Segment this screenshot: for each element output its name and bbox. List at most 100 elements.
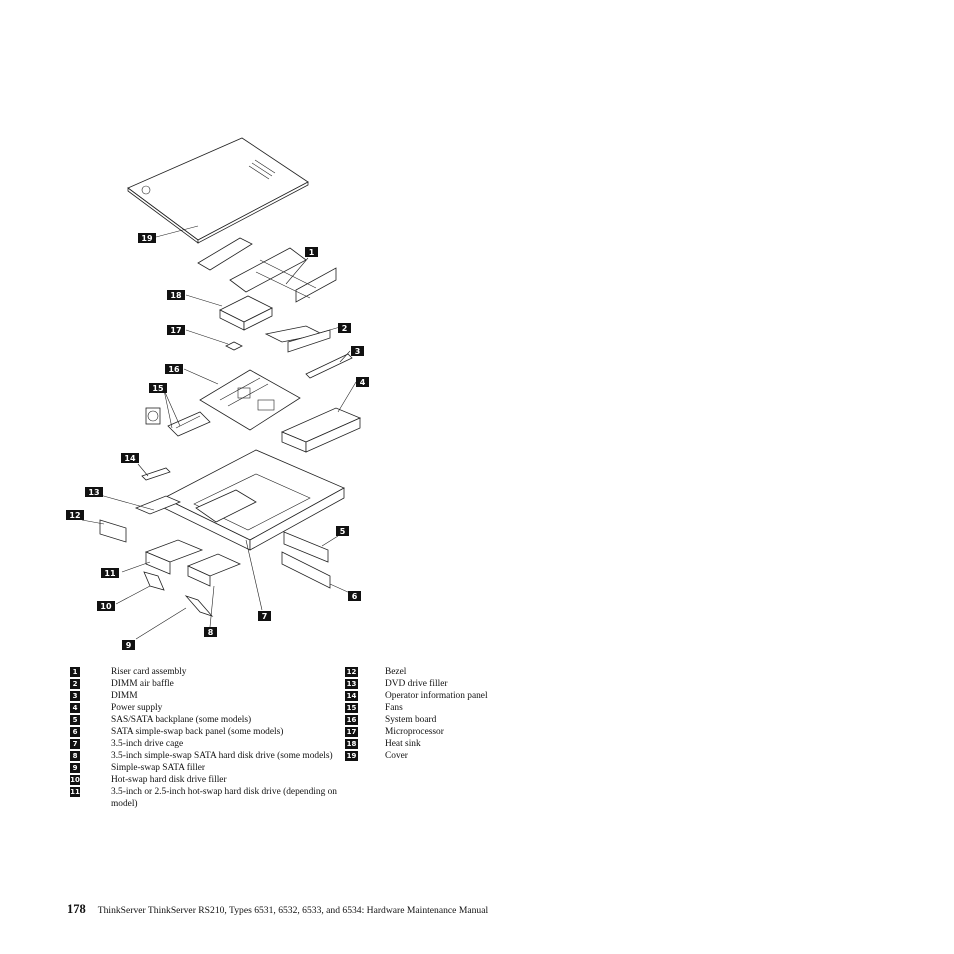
legend-number-badge: 8: [70, 751, 80, 762]
legend-label: 3.5-inch or 2.5-inch hot-swap hard disk …: [111, 787, 337, 810]
svg-text:19: 19: [141, 234, 153, 243]
legend-number-badge: 1: [70, 667, 80, 677]
callout-12: 12: [66, 510, 84, 520]
legend-number-badge: 12: [345, 667, 358, 677]
legend-item: 19 Cover: [345, 750, 545, 762]
legend-item: 15 Fans: [345, 702, 545, 714]
svg-text:10: 10: [100, 602, 112, 611]
callout-11: 11: [101, 568, 119, 578]
legend-number-badge: 3: [70, 691, 80, 702]
callout-5: 5: [336, 526, 349, 536]
callout-3: 3: [351, 346, 364, 356]
legend-number-badge: 10: [70, 775, 80, 786]
callout-8: 8: [204, 627, 217, 637]
legend-label: 3.5-inch drive cage: [111, 739, 184, 750]
legend-number-badge: 13: [345, 679, 358, 690]
legend-item: 14 Operator information panel: [345, 690, 545, 702]
svg-text:16: 16: [168, 365, 180, 374]
legend-number-badge: 18: [345, 739, 358, 750]
svg-text:7: 7: [262, 612, 268, 621]
svg-text:17: 17: [170, 326, 181, 335]
callout-16: 16: [165, 364, 183, 374]
page-footer: 178 ThinkServer ThinkServer RS210, Types …: [67, 902, 488, 917]
svg-text:8: 8: [208, 628, 214, 637]
svg-text:18: 18: [170, 291, 182, 300]
callout-1: 1: [305, 247, 318, 257]
callout-7: 7: [258, 611, 271, 621]
svg-text:14: 14: [124, 454, 136, 463]
legend-label: Operator information panel: [385, 691, 488, 702]
legend-label: Hot-swap hard disk drive filler: [111, 775, 227, 786]
legend-number-badge: 11: [70, 787, 80, 798]
legend-item: 4 Power supply: [70, 702, 340, 714]
legend-item: 1 Riser card assembly: [70, 666, 340, 678]
legend-number-badge: 16: [345, 715, 358, 726]
legend-label: Heat sink: [385, 739, 421, 750]
parts-legend-left: 1 Riser card assembly 2 DIMM air baffle 3 D…: [70, 666, 340, 810]
legend-number-badge: 9: [70, 763, 80, 774]
operator-information-panel-part: [141, 467, 171, 481]
legend-item: 6 SATA simple-swap back panel (some model…: [70, 726, 340, 738]
legend-label: Riser card assembly: [111, 667, 187, 677]
chassis-part: [163, 449, 345, 551]
legend-label: SAS/SATA backplane (some models): [111, 715, 252, 726]
legend-label: Cover: [385, 751, 408, 762]
callout-6: 6: [348, 591, 361, 601]
legend-label: Power supply: [111, 703, 163, 714]
legend-number-badge: 15: [345, 703, 358, 714]
legend-number-badge: 19: [345, 751, 358, 762]
callout-4: 4: [356, 377, 369, 387]
callout-17: 17: [167, 325, 185, 335]
leader-lines: [81, 225, 357, 640]
hdd-filler-part: [143, 571, 165, 591]
legend-item: 10 Hot-swap hard disk drive filler: [70, 774, 340, 786]
svg-text:5: 5: [340, 527, 346, 536]
dimm-part: [305, 353, 353, 379]
legend-number-badge: 4: [70, 703, 80, 714]
svg-text:9: 9: [126, 641, 132, 650]
legend-number-badge: 2: [70, 679, 80, 690]
callout-9: 9: [122, 640, 135, 650]
svg-text:15: 15: [152, 384, 164, 393]
legend-item: 18 Heat sink: [345, 738, 545, 750]
callout-19: 19: [138, 233, 156, 243]
callout-10: 10: [97, 601, 115, 611]
backplane-parts: [281, 531, 331, 589]
legend-item: 13 DVD drive filler: [345, 678, 545, 690]
dimm-air-baffle-part: [264, 325, 331, 353]
legend-label: DIMM air baffle: [111, 679, 174, 690]
riser-card-assembly-part: [197, 237, 337, 303]
bezel-part: [99, 519, 127, 543]
legend-number-badge: 6: [70, 727, 80, 738]
legend-label: Microprocessor: [385, 727, 444, 738]
legend-label: System board: [385, 715, 437, 726]
power-supply-part: [280, 407, 362, 453]
legend-item: 11 3.5-inch or 2.5-inch hot-swap hard dis…: [70, 786, 340, 810]
legend-label: Fans: [385, 703, 403, 714]
callout-2: 2: [338, 323, 351, 333]
svg-text:12: 12: [69, 511, 80, 520]
legend-item: 3 DIMM: [70, 690, 340, 702]
legend-item: 8 3.5-inch simple-swap SATA hard disk dri…: [70, 750, 340, 762]
legend-label: DVD drive filler: [385, 679, 448, 690]
legend-number-badge: 14: [345, 691, 358, 702]
callout-15: 15: [149, 383, 167, 393]
legend-item: 2 DIMM air baffle: [70, 678, 340, 690]
hot-swap-hdd-part: [144, 539, 204, 575]
system-board-part: [199, 369, 301, 431]
legend-number-badge: 5: [70, 715, 80, 726]
svg-text:4: 4: [360, 378, 366, 387]
manual-title: ThinkServer ThinkServer RS210, Types 653…: [97, 905, 489, 916]
page-number: 178: [67, 902, 86, 916]
legend-item: 16 System board: [345, 714, 545, 726]
legend-label: 3.5-inch simple-swap SATA hard disk driv…: [111, 751, 333, 762]
cover-part: [127, 137, 309, 244]
legend-label: DIMM: [111, 691, 138, 702]
callout-14: 14: [121, 453, 139, 463]
simple-swap-sata-hdd-part: [186, 553, 242, 587]
legend-label: SATA simple-swap back panel (some models…: [111, 727, 284, 738]
